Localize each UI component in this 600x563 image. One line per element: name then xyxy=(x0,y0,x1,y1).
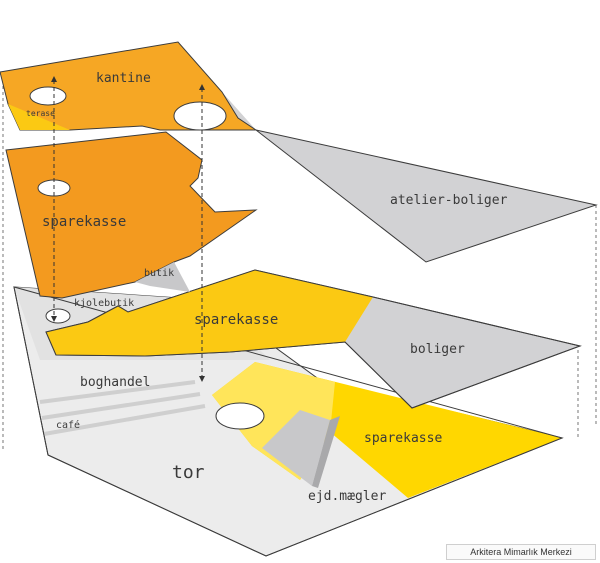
edge-guides xyxy=(2,80,597,450)
label-sparekasse-low: sparekasse xyxy=(364,431,442,446)
arrow-up-right-icon xyxy=(199,84,205,90)
label-terasse: terase xyxy=(26,109,55,118)
label-sparekasse-mid: sparekasse xyxy=(194,312,278,328)
top-level-plate xyxy=(0,41,598,263)
label-cafe: café xyxy=(56,419,80,431)
credit-watermark: Arkitera Mimarlık Merkezi xyxy=(446,544,596,560)
label-kjolebutik: kjolebutik xyxy=(74,298,134,309)
atelier-plane xyxy=(255,129,598,263)
label-sparekasse-top: sparekasse xyxy=(42,214,126,230)
arrow-down-left-icon xyxy=(51,316,57,322)
arrow-down-right-icon xyxy=(199,376,205,382)
middle-sparekasse-zone xyxy=(46,270,373,356)
label-boghandel: boghandel xyxy=(80,375,150,390)
label-kantine: kantine xyxy=(96,71,151,86)
label-tor: tor xyxy=(172,462,205,483)
ground-grey-wedge xyxy=(262,410,330,486)
kjolebutik-opening xyxy=(45,308,71,324)
ground-light-well xyxy=(215,402,265,430)
arrow-up-left-icon xyxy=(51,76,57,82)
label-atelier-boliger: atelier-boliger xyxy=(390,193,508,208)
terasse-opening xyxy=(29,86,67,106)
label-ejd-maegler: ejd.mægler xyxy=(308,489,386,504)
vertical-arrows xyxy=(53,80,203,378)
label-boliger: boliger xyxy=(410,342,465,357)
kantine-opening xyxy=(173,101,227,131)
middle-level-plate xyxy=(45,269,582,409)
label-butik: butik xyxy=(144,268,174,279)
